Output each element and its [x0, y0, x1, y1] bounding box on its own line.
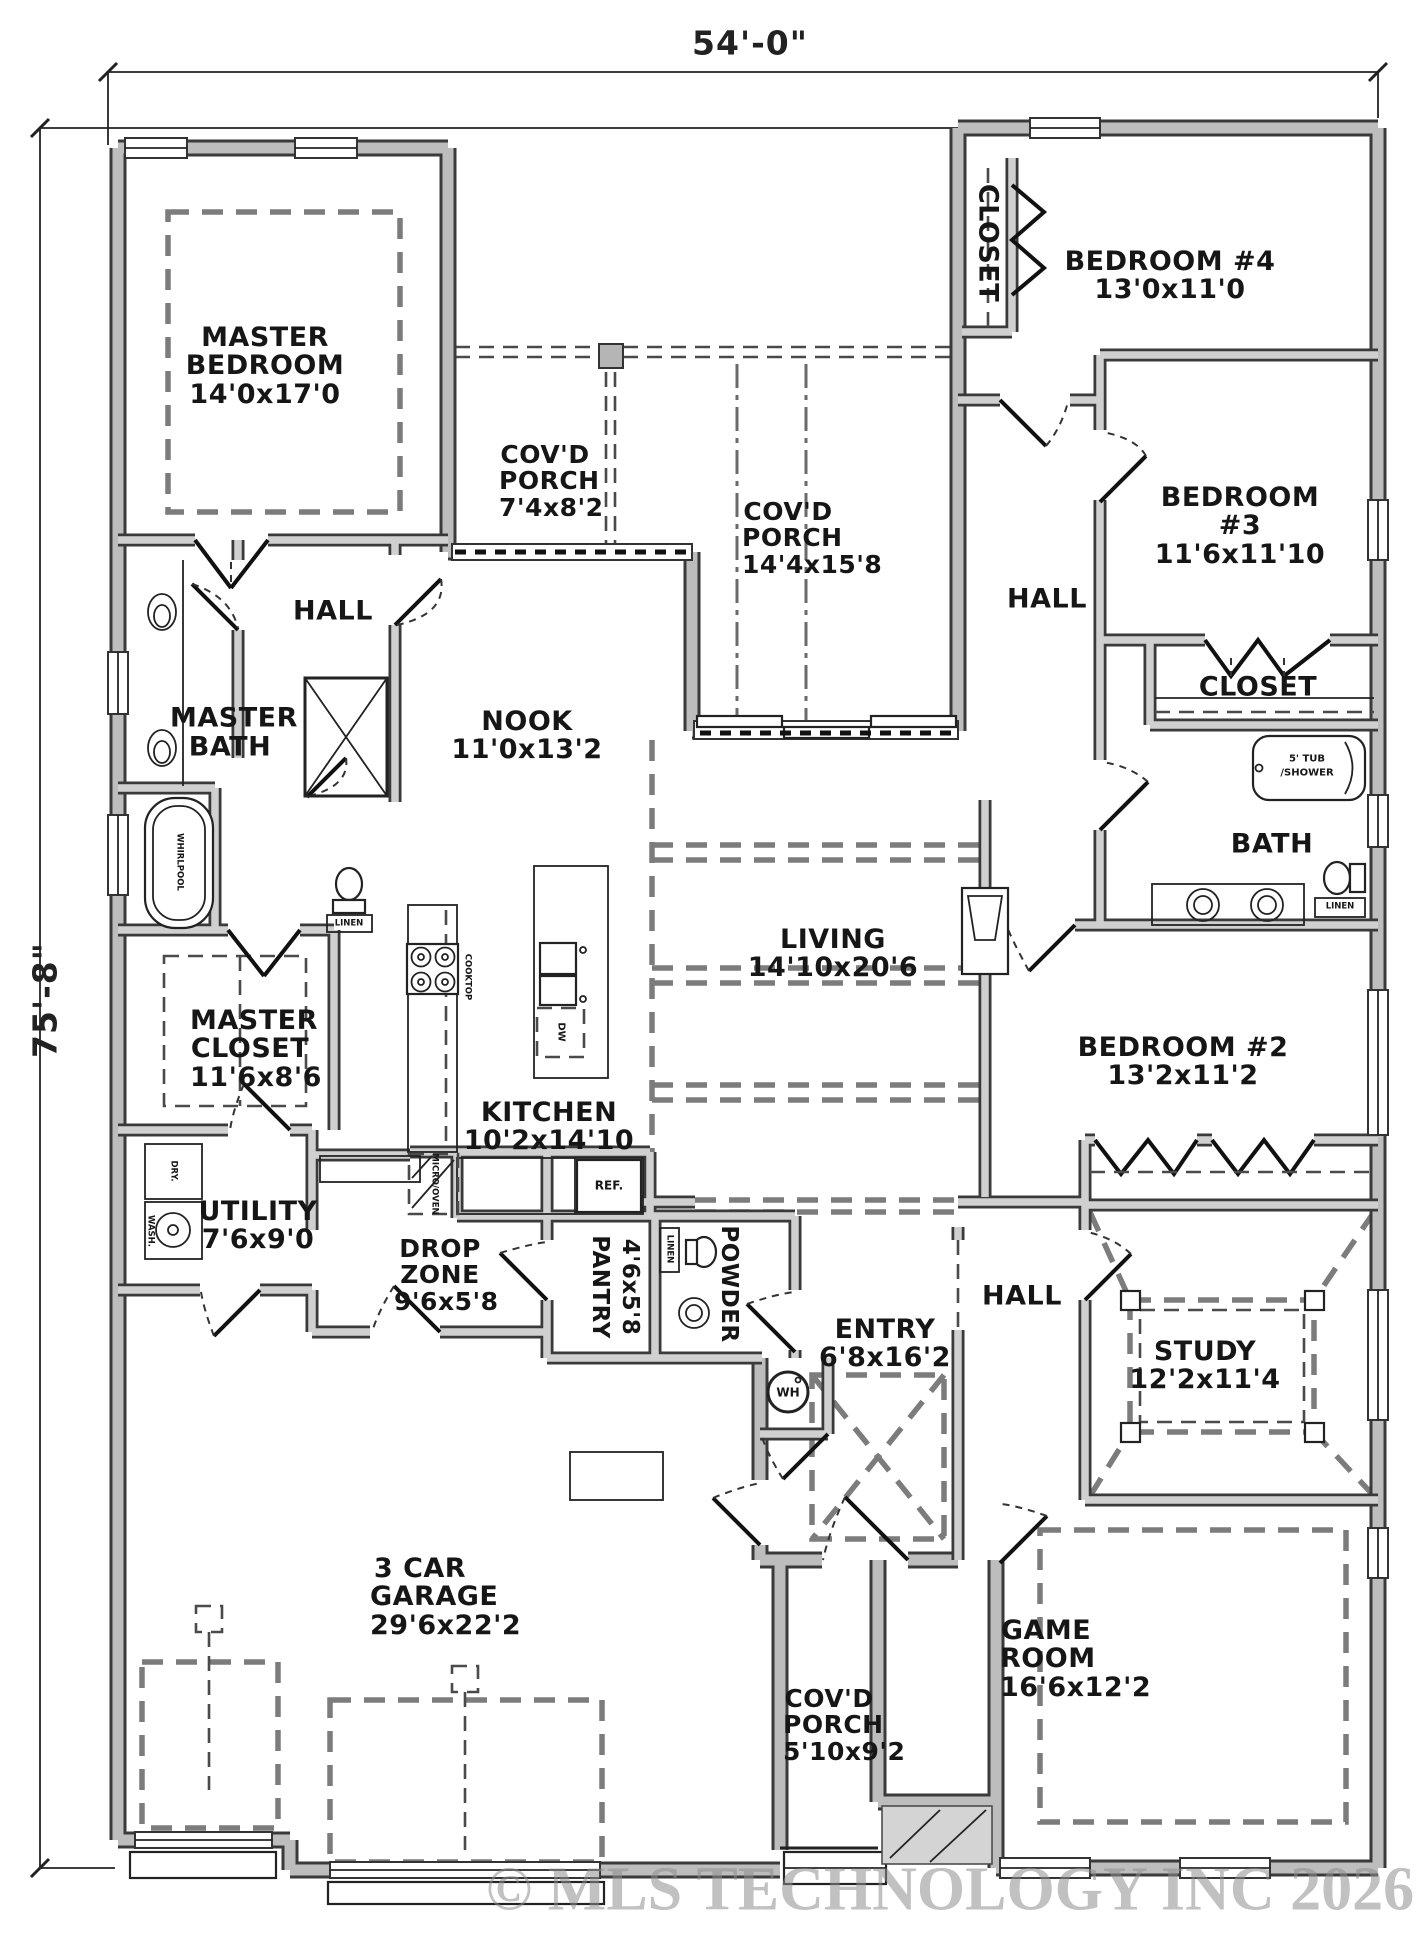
doors: [190, 183, 1332, 1565]
fixture-label-wash: WASH.: [145, 1214, 156, 1248]
study-coffered-ceiling: [1087, 1210, 1377, 1498]
fixture-label-linen-master: LINEN: [334, 918, 364, 929]
steps: [128, 1805, 993, 1906]
fixture-label-whirlpool: WHIRLPOOL: [174, 833, 185, 891]
shower-icon: [303, 676, 389, 798]
fixture-label-linen-powder: LINEN: [664, 1234, 675, 1264]
room-label-hall-lower: HALL: [982, 1280, 1062, 1312]
fixture-label-ref: REF.: [594, 1178, 624, 1193]
room-label-hall-left: HALL: [293, 595, 373, 627]
watermark: © MLS TECHNOLOGY INC 2026: [485, 1855, 1415, 1924]
dimension-width: 54'-0": [692, 23, 808, 63]
powder-fixtures: [659, 1227, 718, 1329]
kitchen-counters: [405, 865, 644, 1216]
porch-roof-lines: [455, 343, 955, 722]
fixture-label-dry: DRY.: [168, 1160, 179, 1182]
fixture-label-cooktop: COOKTOP: [462, 953, 473, 1001]
fixture-label-linen-bath: LINEN: [1325, 901, 1355, 912]
drop-zone-bench: [319, 1155, 421, 1183]
fireplace-icon: [960, 886, 1010, 976]
laundry-icons: [144, 1143, 203, 1260]
fixture-label-dw: DW: [555, 1022, 567, 1042]
room-label-pantry: PANTRY: [587, 1235, 614, 1339]
master-vanity: [147, 560, 184, 786]
room-label-master-bath: MASTER BATH: [170, 702, 298, 762]
room-label-bedroom4-closet: CLOSET: [972, 183, 1004, 303]
bath-right-fixtures: [1151, 734, 1367, 926]
water-heater-icon: [766, 1370, 810, 1414]
ceiling-dashes: [162, 209, 1377, 1825]
game-room-tray-ceiling: [1037, 1527, 1349, 1825]
dimension-lines: [29, 61, 1389, 1879]
fixture-label-micro-oven: MICRO/OVEN: [429, 1153, 440, 1215]
whirlpool-tub-icon: [143, 796, 215, 930]
closet-shelves: [986, 168, 1374, 1174]
room-label-powder: POWDER: [716, 1225, 743, 1343]
room-label-closet-right: CLOSET: [1198, 671, 1318, 703]
fixture-label-tub-line2: /SHOWER: [1280, 767, 1334, 779]
windows: [107, 117, 1389, 1879]
garage-door-symbols: [139, 1451, 664, 1865]
toilet-icon-master: [326, 866, 373, 933]
dimension-height: 75'-8": [25, 942, 65, 1058]
fixtures: [143, 560, 1367, 1414]
fixture-label-wh: WH: [776, 1385, 800, 1400]
room-label-pantry-dims: 4'6x5'8: [617, 1238, 644, 1336]
fixture-label-tub-line1: 5' TUB: [1288, 753, 1326, 765]
room-label-hall-upper: HALL: [1007, 583, 1087, 615]
room-label-bath: BATH: [1230, 828, 1314, 860]
